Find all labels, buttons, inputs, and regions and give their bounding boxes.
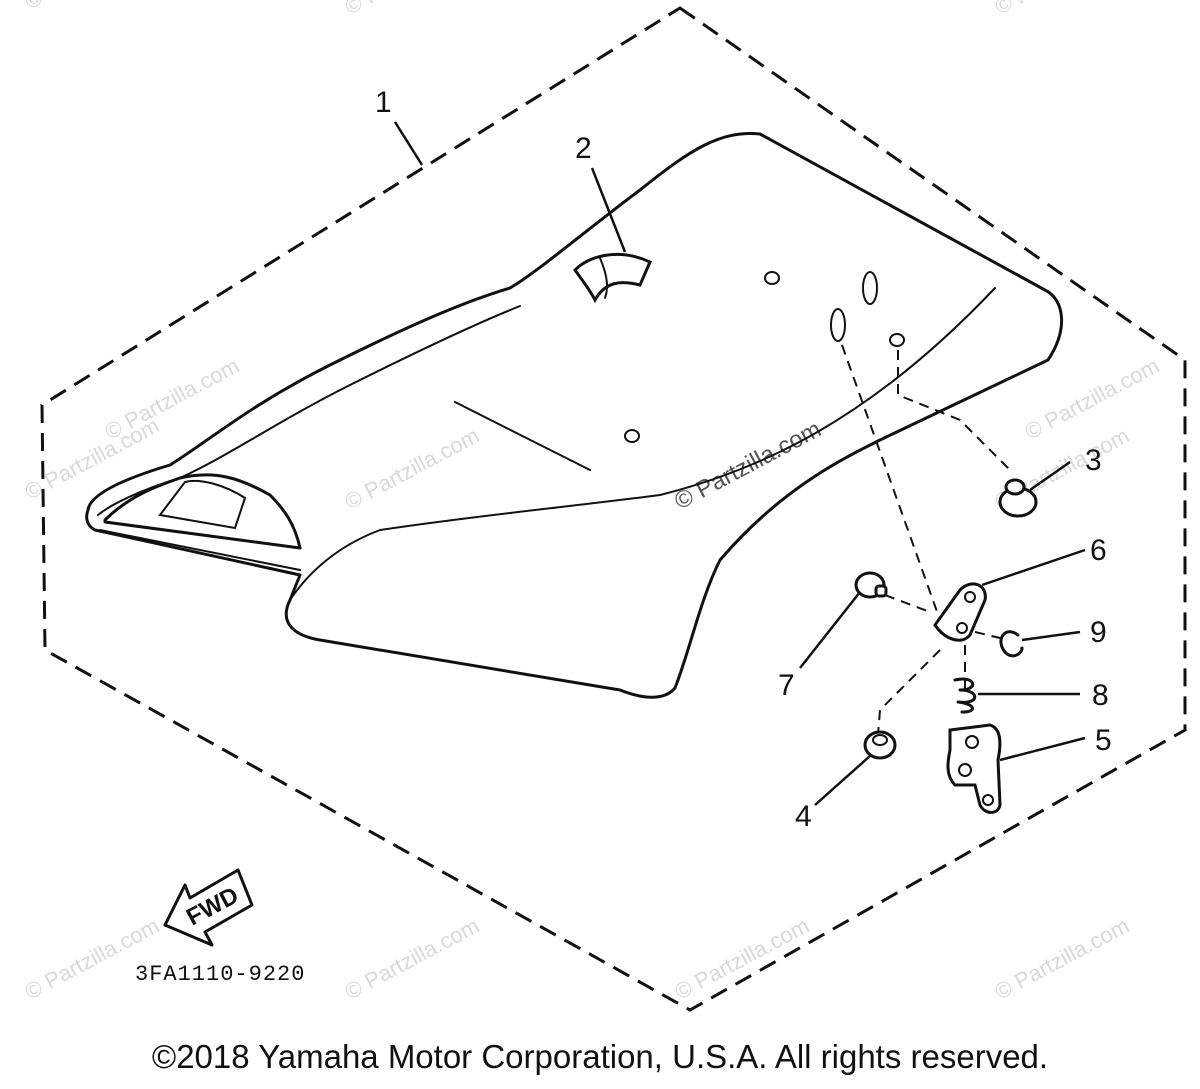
callout-9: 9 [1090, 616, 1107, 649]
leader-line-9 [1021, 630, 1081, 642]
callout-6: 6 [1090, 534, 1107, 567]
grab-strap-fold [599, 257, 609, 299]
assembly-line [974, 631, 1001, 639]
callout-2: 2 [575, 132, 592, 165]
copyright-notice: ©2018 Yamaha Motor Corporation, U.S.A. A… [151, 1038, 1049, 1075]
leader-line-4 [814, 755, 871, 806]
damper-part [998, 478, 1038, 518]
assembly-line [841, 344, 941, 621]
watermark: © Partzilla.com [341, 0, 484, 19]
callout-5: 5 [1095, 724, 1112, 757]
mount-hole [862, 271, 878, 305]
leader-line-5 [999, 736, 1086, 762]
watermark: © Partzilla.com [1021, 353, 1164, 445]
seat-ridge [289, 287, 996, 601]
lock-plate-part [946, 723, 1002, 814]
seat-edge-line [99, 529, 301, 571]
watermark: © Partzilla.com [991, 0, 1134, 19]
watermark-group: © Partzilla.com © Partzilla.com © Partzi… [21, 0, 1164, 1004]
seat-front-cutout [103, 473, 302, 550]
callout-4: 4 [795, 800, 812, 833]
bolt-part [854, 571, 888, 599]
seat-assembly [85, 131, 1063, 699]
assembly-boundary [40, 6, 1187, 1012]
leader-line-3 [1029, 460, 1071, 492]
grab-strap [573, 252, 652, 304]
leader-line-7 [799, 591, 861, 669]
spring-part [953, 677, 977, 714]
watermark: © Partzilla.com [341, 913, 484, 1005]
watermark: © Partzilla.com [21, 0, 164, 14]
watermark: © Partzilla.com [671, 913, 814, 1005]
leader-line-1 [393, 121, 424, 166]
callout-8: 8 [1092, 679, 1109, 712]
seat-stitch-line [454, 401, 591, 471]
watermark: © Partzilla.com [991, 913, 1134, 1005]
mount-hole [624, 429, 640, 443]
mount-hole [889, 333, 905, 347]
collar-part [863, 730, 897, 760]
leader-line-2 [590, 167, 627, 253]
assembly-line [884, 594, 931, 613]
callout-3: 3 [1085, 444, 1102, 477]
watermark: © Partzilla.com [341, 423, 484, 515]
mount-hole [764, 271, 780, 285]
leader-line-6 [981, 548, 1086, 587]
seat-front-panel [158, 479, 247, 530]
callout-1: 1 [375, 86, 392, 119]
diagram-code: 3FA1110-9220 [135, 962, 305, 987]
forward-arrow: FWD [163, 868, 254, 947]
assembly-line [897, 350, 1011, 471]
seat-outline [85, 131, 1063, 699]
forward-arrow-label: FWD [182, 882, 243, 931]
assembly-line [877, 649, 941, 736]
watermark: © Partzilla.com [21, 913, 164, 1005]
seat-trim-line [97, 305, 521, 516]
hook-bracket-part [933, 582, 987, 642]
callout-7: 7 [778, 669, 795, 702]
mount-hole [830, 308, 846, 342]
clip-part [999, 630, 1024, 658]
